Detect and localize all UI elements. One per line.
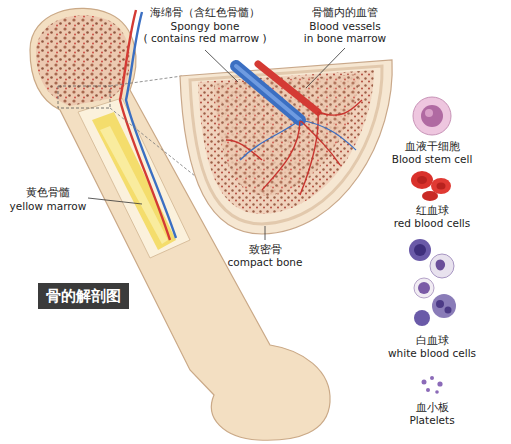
part-label: Blood stem cell [392, 153, 473, 165]
part-label: ( contains red marrow ) [143, 32, 266, 44]
title-box: 骨的解剖图 [38, 283, 129, 309]
part-label: 血液干细胞 [405, 140, 460, 152]
part-label: Platelets [409, 414, 454, 426]
part-label: white blood cells [388, 347, 476, 359]
part-label: compact bone [228, 256, 303, 268]
part-label: 海绵骨（含红色骨髓） [150, 6, 260, 18]
part-label: red blood cells [394, 217, 471, 229]
part-label: in bone marrow [304, 32, 386, 44]
part-label: 红血球 [416, 204, 449, 216]
part-label: Blood vessels [309, 20, 380, 32]
part-label: 骨髓内的血管 [312, 6, 378, 18]
part-label: 血小板 [416, 401, 449, 413]
part-label: 致密骨 [249, 243, 282, 255]
part-label: Spongy bone [171, 20, 240, 32]
part-label: yellow marrow [10, 200, 87, 212]
part-label: 白血球 [416, 334, 449, 346]
part-label: 黄色骨髓 [26, 186, 70, 198]
